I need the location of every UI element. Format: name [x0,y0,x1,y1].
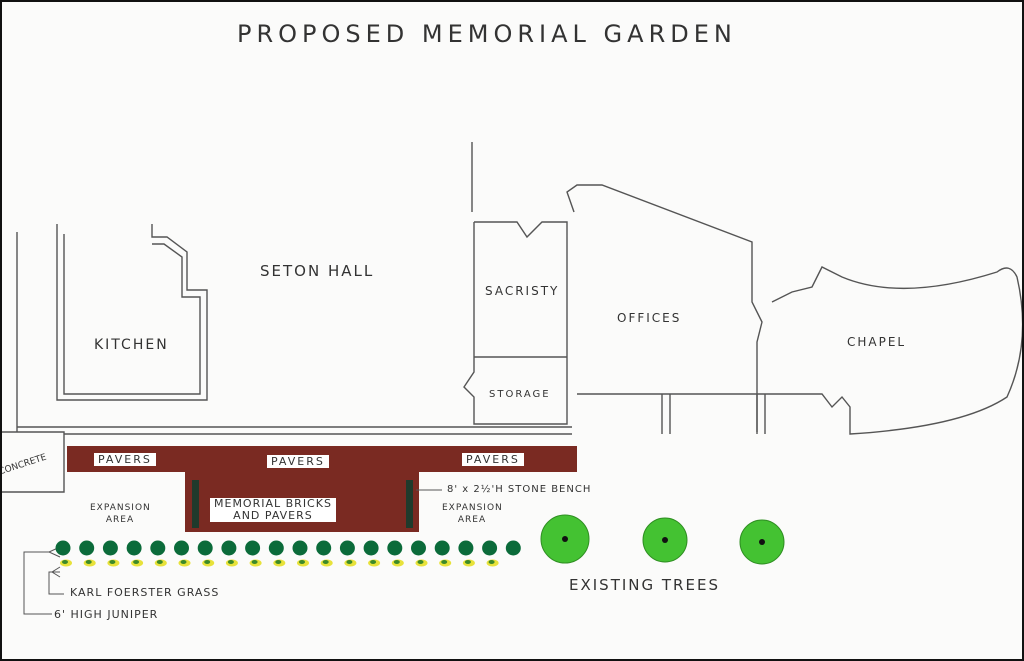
juniper-shrub [292,540,308,556]
offices-outline [566,184,763,432]
juniper-shrub [316,540,332,556]
grass-blades [322,560,329,564]
pavers-label-center: PAVERS [267,455,329,468]
legend-arrows [23,546,64,615]
grass-blades [62,560,68,564]
juniper-shrub [245,540,261,556]
room-offices: OFFICES [617,311,682,325]
grass-blades [346,560,353,564]
grass-legend-label: KARL FOERSTER GRASS [70,586,220,599]
building-outlines [2,142,1022,493]
juniper-shrub [458,540,474,556]
juniper-shrub [411,540,426,556]
juniper-shrub [363,540,379,556]
grass-blades [109,560,116,564]
juniper-shrub [174,540,189,556]
sacristy-storage-outline [463,221,568,425]
grass-blades [133,560,140,564]
grass-blades [275,560,282,564]
memorial-line1: MEMORIAL BRICKS [214,497,332,510]
page-title: PROPOSED MEMORIAL GARDEN [237,20,737,48]
juniper-shrub [102,540,118,556]
expansion-area-right: EXPANSION AREA [442,503,503,525]
juniper-shrub [268,540,284,556]
grass-blades [85,560,92,564]
grass-blades [251,560,258,564]
grass-blades [488,560,495,564]
stone-bench-right [406,480,413,528]
pavers-label-left: PAVERS [94,453,156,466]
kitchen-outline [56,224,208,401]
room-chapel: CHAPEL [847,335,907,349]
grass-blades [393,560,400,564]
grass-blades [156,560,163,564]
room-seton-hall: SETON HALL [260,262,375,280]
juniper-shrub [197,540,213,556]
tree-trunk [562,536,568,542]
existing-trees [540,514,785,565]
room-kitchen: KITCHEN [94,337,169,353]
grass-blades [180,560,187,564]
grass-blades [227,560,234,564]
kitchen-inner [63,234,201,395]
tree-trunk [662,537,668,543]
tree-trunk [759,539,765,545]
grass-blades [464,560,471,564]
juniper-shrub [150,540,166,556]
building-south-wall [17,426,572,435]
memorial-line2: AND PAVERS [233,509,313,522]
grass-blades [370,560,377,564]
expansion-area-left: EXPANSION AREA [90,503,151,525]
juniper-shrub [482,540,498,556]
juniper-legend-label: 6' HIGH JUNIPER [54,608,159,621]
grass-blades [204,560,211,564]
juniper-shrub [434,540,450,556]
stone-bench-left [192,480,199,528]
existing-trees-label: EXISTING TREES [569,576,720,594]
juniper-shrub [505,540,521,556]
concrete-outline [2,431,65,493]
juniper-shrub [387,540,403,556]
juniper-shrub [55,540,71,556]
juniper-shrub [79,540,95,556]
room-sacristy: SACRISTY [485,284,560,298]
room-storage: STORAGE [489,389,551,400]
juniper-shrub [221,540,237,556]
juniper-shrub [339,540,355,556]
grass-blades [441,560,448,564]
juniper-row [55,540,521,556]
grass-blades [417,560,424,564]
juniper-shrub [126,540,142,556]
grass-blades [299,560,305,564]
office-columns [661,394,766,434]
bench-label: 8' x 2½'H STONE BENCH [447,484,592,495]
chapel-outline [577,266,1022,435]
pavers-label-right: PAVERS [462,453,524,466]
grass-row [60,559,499,567]
